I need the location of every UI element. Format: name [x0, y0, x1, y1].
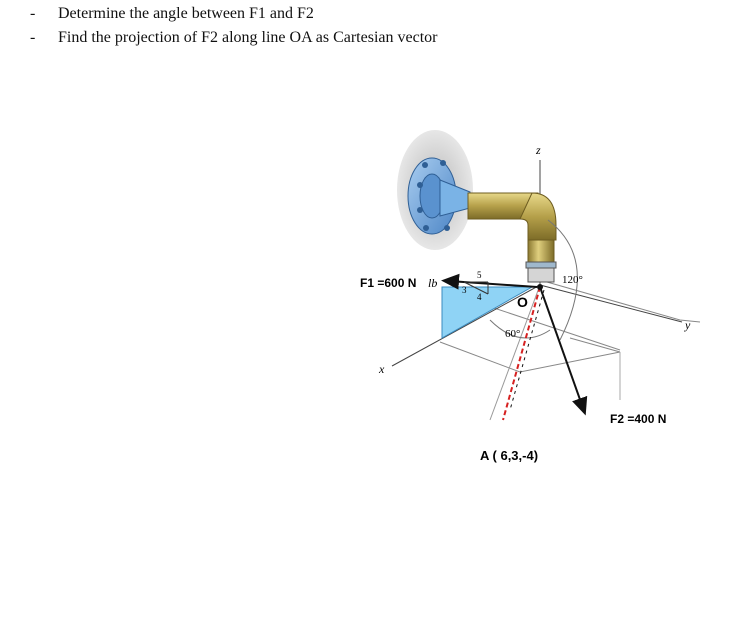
origin-point — [537, 284, 543, 290]
point-a-label: A ( 6,3,-4) — [480, 448, 538, 463]
f2-label: F2 =400 N — [610, 412, 666, 426]
y-axis-line — [539, 284, 683, 323]
down-axis-line — [489, 284, 541, 421]
angle-120-arc — [547, 219, 578, 341]
x-axis-line — [391, 284, 541, 367]
angle-60-label: 60° — [505, 328, 520, 340]
slope-triangle — [463, 281, 489, 295]
f1-label: F1 =600 N — [360, 276, 416, 290]
task-bullet: - — [30, 5, 36, 22]
pipe — [467, 192, 557, 283]
f1-plane — [441, 286, 534, 339]
angle-120-label: 120° — [562, 274, 583, 286]
axis-z-label: z — [535, 143, 541, 157]
angle-60-arc — [489, 319, 551, 339]
axis-y-label: y — [684, 318, 691, 332]
flange — [407, 157, 471, 235]
task-text: Determine the angle between F1 and F2 — [58, 5, 314, 22]
slope-4-label: 4 — [477, 292, 482, 302]
f1-vector — [441, 273, 538, 290]
f1-unit-label: lb — [428, 276, 437, 290]
line-oa — [502, 286, 541, 421]
f2-vector — [539, 286, 588, 416]
task-bullet: - — [30, 29, 36, 46]
axis-x-label: x — [378, 362, 385, 376]
slope-5-label: 5 — [477, 270, 482, 280]
origin-label: O — [517, 294, 528, 310]
slope-3-label: 3 — [462, 285, 467, 295]
task-text: Find the projection of F2 along line OA … — [58, 29, 438, 46]
